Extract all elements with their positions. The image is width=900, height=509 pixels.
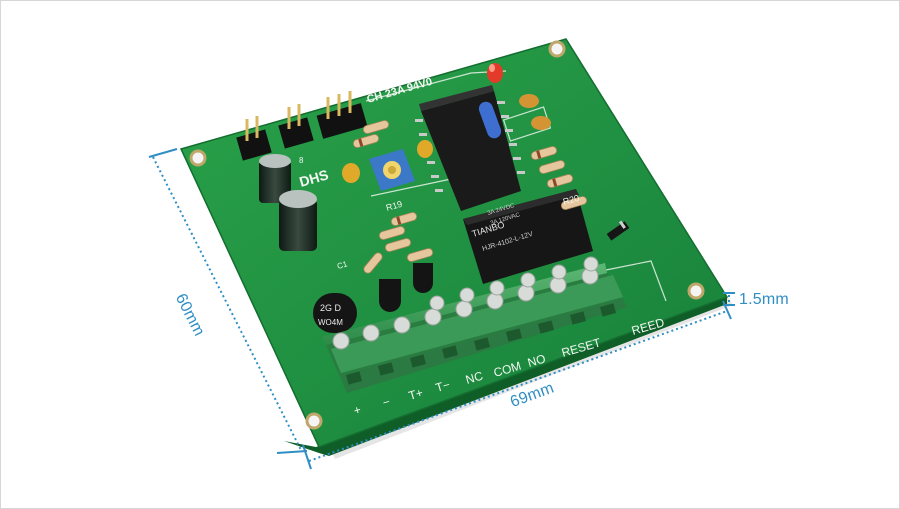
- terminal-label: T+: [407, 385, 425, 402]
- rectifier-code: 2G D: [320, 303, 342, 313]
- electrolytic-capacitors: [259, 154, 317, 251]
- relay: TIANBO HJR-4102-L-12V 3A 120VAC 3A 24VDC: [463, 189, 593, 284]
- trimmer-potentiometer: [369, 149, 415, 191]
- rectifier-marking: WO4M: [318, 318, 343, 327]
- terminal-label: +: [352, 402, 363, 417]
- diode: [606, 220, 630, 241]
- board-logo: DHS: [297, 166, 330, 190]
- led: [487, 63, 503, 83]
- label-r19: R19: [385, 199, 404, 213]
- transistors: [379, 263, 433, 312]
- terminal-label: T−: [434, 377, 452, 394]
- dimension-ticks: [148, 148, 735, 470]
- terminal-blocks: [322, 256, 627, 393]
- terminal-label: NO: [526, 351, 547, 369]
- label-c1: C1: [336, 259, 349, 271]
- pcb-board: [179, 38, 729, 448]
- dimension-lines: [152, 156, 730, 462]
- label-r20: R20: [562, 193, 581, 207]
- bridge-rectifier: 2G D WO4M: [313, 293, 357, 333]
- label-d8: 8: [299, 156, 304, 165]
- resistors: [352, 120, 588, 274]
- terminal-labels: + − T+ T− NC COM NO RESET REED: [352, 315, 666, 418]
- mounting-holes: [189, 40, 705, 430]
- terminal-label: −: [381, 394, 392, 409]
- ceramic-capacitors: [342, 94, 551, 183]
- pin-headers: [236, 91, 368, 161]
- thickness-dimension-label: 1.5mm: [739, 291, 789, 308]
- terminal-label: NC: [464, 369, 485, 387]
